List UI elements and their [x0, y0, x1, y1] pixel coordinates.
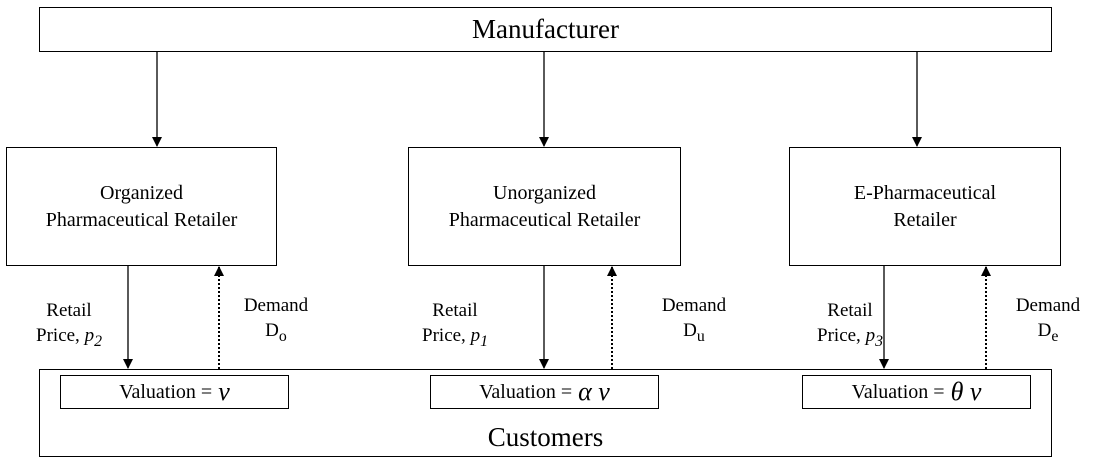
- unorganized-retailer-box: Unorganized Pharmaceutical Retailer: [408, 147, 681, 266]
- price-label-organized: Retail Price, p2: [14, 298, 124, 354]
- demand-label-epharma: Demand De: [998, 293, 1098, 349]
- organized-retailer-box: Organized Pharmaceutical Retailer: [6, 147, 277, 266]
- price-label-line2: Price, p2: [14, 323, 124, 354]
- price-subscript: 3: [875, 332, 883, 350]
- demand-label-line1: Demand: [661, 295, 727, 316]
- demand-subscript: o: [278, 327, 287, 345]
- demand-label-line2: Du: [644, 318, 744, 349]
- manufacturer-box: Manufacturer: [39, 7, 1052, 52]
- customers-label: Customers: [487, 422, 604, 452]
- valuation-prefix: Valuation =: [851, 380, 945, 403]
- manufacturer-label: Manufacturer: [472, 14, 619, 44]
- price-prefix: Price,: [36, 325, 85, 346]
- demand-label-line1: Demand: [243, 295, 309, 316]
- valuation-box-epharma: Valuation = θ v: [802, 375, 1031, 409]
- price-label-line1: Retail: [46, 300, 92, 321]
- price-subscript: 2: [94, 332, 102, 350]
- retailer-line2: Retailer: [893, 208, 957, 231]
- demand-symbol: D: [265, 320, 279, 341]
- price-label-line2: Price, p3: [795, 323, 905, 354]
- price-subscript: 1: [480, 332, 488, 350]
- valuation-prefix: Valuation =: [119, 380, 213, 403]
- valuation-symbol: α v: [578, 377, 610, 406]
- valuation-symbol: v: [218, 377, 230, 406]
- price-label-line1: Retail: [432, 300, 478, 321]
- demand-label-line2: De: [998, 318, 1098, 349]
- epharma-retailer-box: E-Pharmaceutical Retailer: [789, 147, 1061, 266]
- price-prefix: Price,: [422, 325, 471, 346]
- price-symbol: p: [84, 325, 95, 346]
- retailer-line1: Unorganized: [493, 181, 596, 204]
- valuation-box-unorganized: Valuation = α v: [430, 375, 659, 409]
- demand-symbol: D: [1037, 320, 1052, 341]
- price-label-line2: Price, p1: [400, 323, 510, 354]
- price-label-line1: Retail: [827, 300, 873, 321]
- demand-subscript: e: [1051, 327, 1059, 345]
- valuation-prefix: Valuation =: [479, 380, 573, 403]
- demand-label-unorganized: Demand Du: [644, 293, 744, 349]
- demand-label-organized: Demand Do: [226, 293, 326, 349]
- price-symbol: p: [865, 325, 876, 346]
- price-prefix: Price,: [817, 325, 866, 346]
- price-label-epharma: Retail Price, p3: [795, 298, 905, 354]
- demand-subscript: u: [696, 327, 705, 345]
- valuation-symbol: θ v: [950, 377, 982, 406]
- demand-symbol: D: [683, 320, 697, 341]
- retailer-line1: E-Pharmaceutical: [853, 181, 997, 204]
- price-symbol: p: [470, 325, 481, 346]
- retailer-line2: Pharmaceutical Retailer: [45, 208, 238, 231]
- demand-label-line2: Do: [226, 318, 326, 349]
- valuation-box-organized: Valuation = v: [60, 375, 289, 409]
- demand-label-line1: Demand: [1015, 295, 1081, 316]
- retailer-line1: Organized: [100, 181, 183, 204]
- retailer-line2: Pharmaceutical Retailer: [448, 208, 641, 231]
- price-label-unorganized: Retail Price, p1: [400, 298, 510, 354]
